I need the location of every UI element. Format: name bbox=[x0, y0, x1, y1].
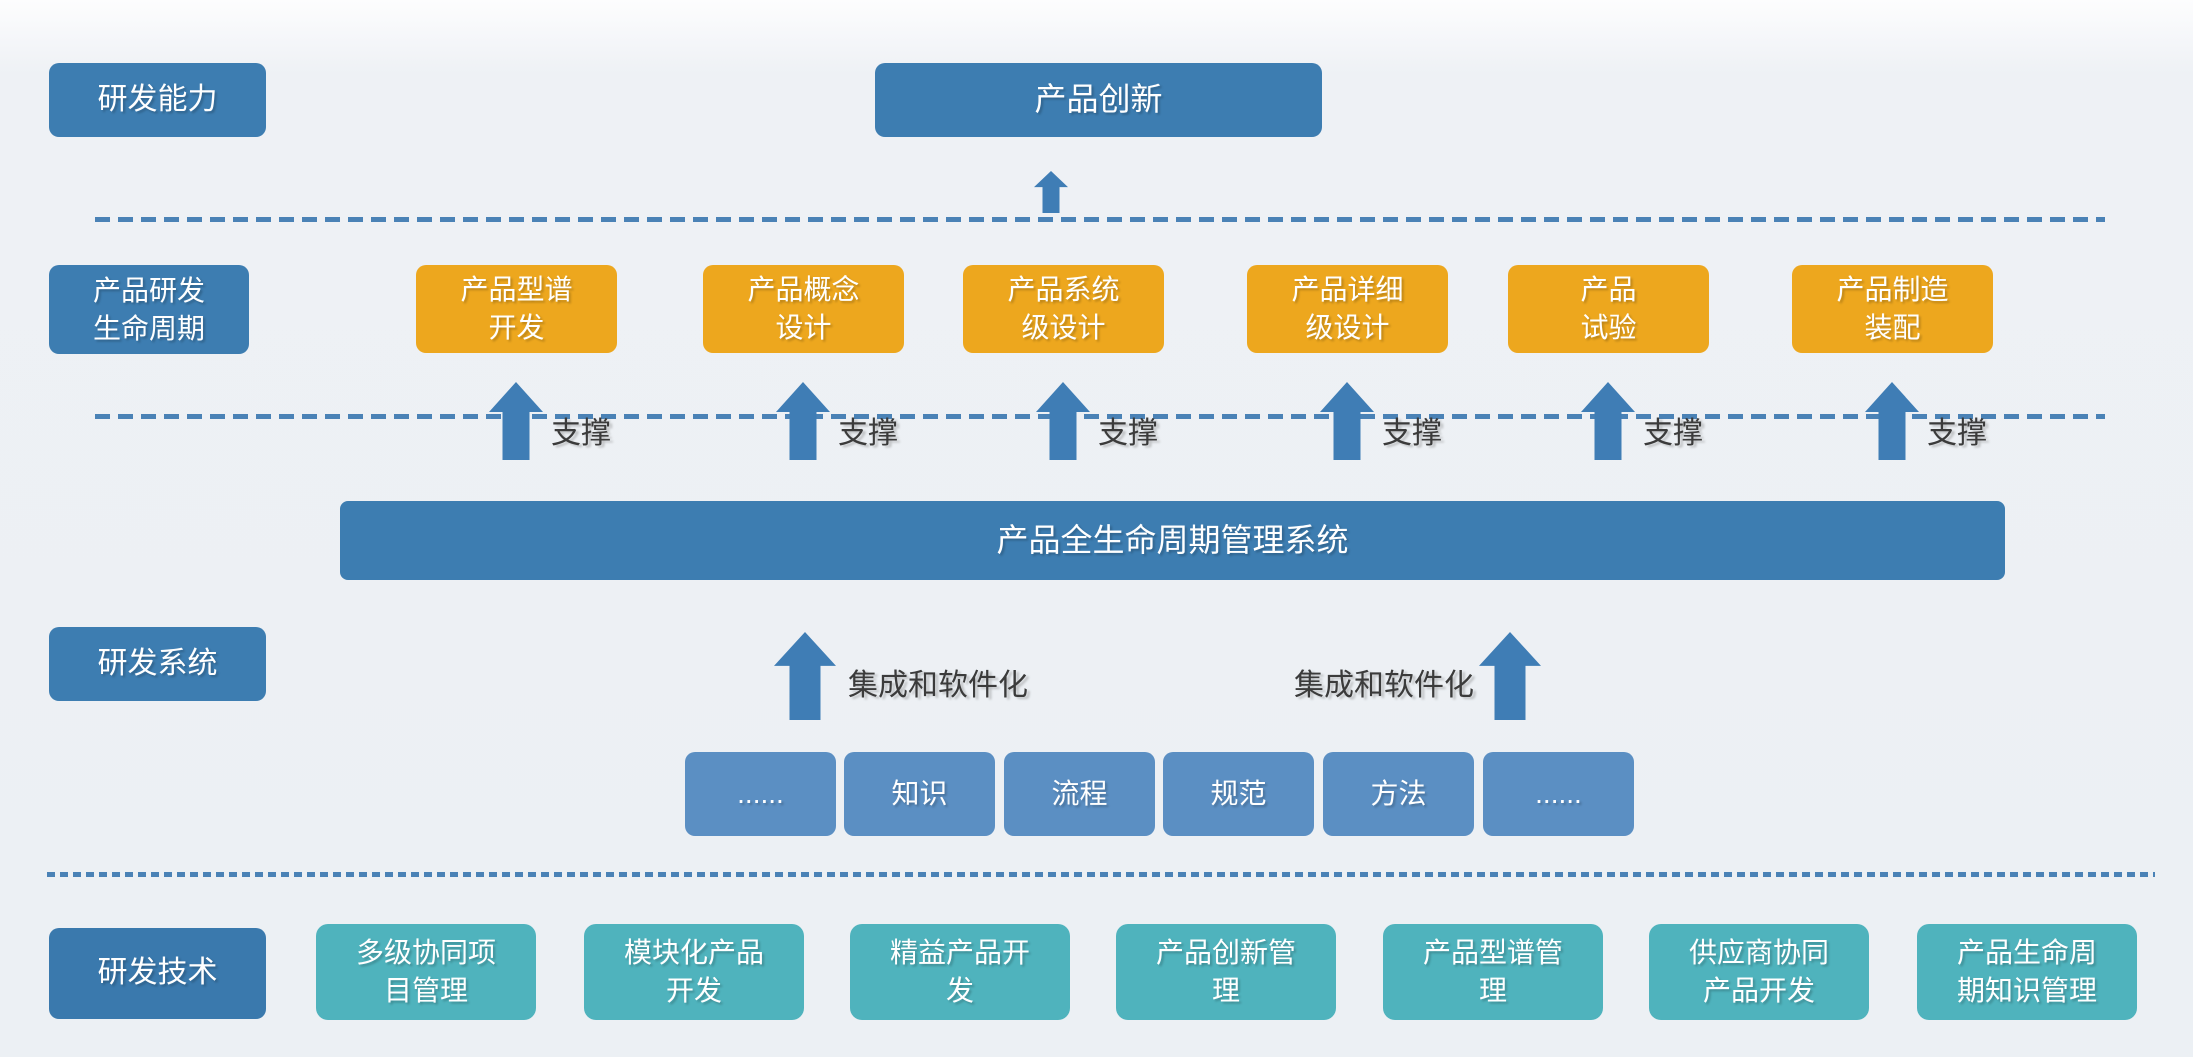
integration-label: 集成和软件化 bbox=[1294, 669, 1474, 702]
lifecycle-system-divider bbox=[95, 414, 2105, 419]
technology-box: 产品型谱管 理 bbox=[1383, 924, 1603, 1020]
stage-box: 产品 试验 bbox=[1508, 265, 1709, 353]
integration-label: 集成和软件化 bbox=[848, 669, 1028, 702]
element-box: 规范 bbox=[1163, 752, 1314, 836]
element-box: 知识 bbox=[844, 752, 995, 836]
lifecycle-row-label-box: 产品研发 生命周期 bbox=[49, 265, 249, 354]
support-arrow-icon bbox=[1036, 382, 1090, 460]
system-technology-divider bbox=[47, 872, 2155, 877]
plm-system-bar: 产品全生命周期管理系统 bbox=[340, 501, 2005, 580]
integration-arrow-icon bbox=[774, 632, 836, 720]
technology-box: 精益产品开 发 bbox=[850, 924, 1070, 1020]
support-arrow-icon bbox=[776, 382, 830, 460]
stage-box: 产品型谱 开发 bbox=[416, 265, 617, 353]
capability-lifecycle-divider bbox=[95, 217, 2105, 222]
technology-row-label-box: 研发技术 bbox=[49, 928, 266, 1019]
support-label: 支撑 bbox=[1382, 417, 1442, 450]
element-box: ...... bbox=[685, 752, 836, 836]
up-arrow-icon bbox=[1034, 171, 1068, 213]
capability-row-label-box: 研发能力 bbox=[49, 63, 266, 137]
stage-box: 产品系统 级设计 bbox=[963, 265, 1164, 353]
support-label: 支撑 bbox=[1927, 417, 1987, 450]
support-arrow-icon bbox=[489, 382, 543, 460]
technology-box: 产品创新管 理 bbox=[1116, 924, 1336, 1020]
element-box: ...... bbox=[1483, 752, 1634, 836]
element-box: 流程 bbox=[1004, 752, 1155, 836]
product-innovation-box: 产品创新 bbox=[875, 63, 1322, 137]
support-arrow-icon bbox=[1581, 382, 1635, 460]
system-row-label-box: 研发系统 bbox=[49, 627, 266, 701]
stage-box: 产品制造 装配 bbox=[1792, 265, 1993, 353]
support-label: 支撑 bbox=[838, 417, 898, 450]
support-arrow-icon bbox=[1865, 382, 1919, 460]
support-label: 支撑 bbox=[551, 417, 611, 450]
support-label: 支撑 bbox=[1098, 417, 1158, 450]
stage-box: 产品概念 设计 bbox=[703, 265, 904, 353]
technology-box: 产品生命周 期知识管理 bbox=[1917, 924, 2137, 1020]
technology-box: 多级协同项 目管理 bbox=[316, 924, 536, 1020]
support-label: 支撑 bbox=[1643, 417, 1703, 450]
integration-arrow-icon bbox=[1479, 632, 1541, 720]
stage-box: 产品详细 级设计 bbox=[1247, 265, 1448, 353]
element-box: 方法 bbox=[1323, 752, 1474, 836]
technology-box: 模块化产品 开发 bbox=[584, 924, 804, 1020]
technology-box: 供应商协同 产品开发 bbox=[1649, 924, 1869, 1020]
support-arrow-icon bbox=[1320, 382, 1374, 460]
